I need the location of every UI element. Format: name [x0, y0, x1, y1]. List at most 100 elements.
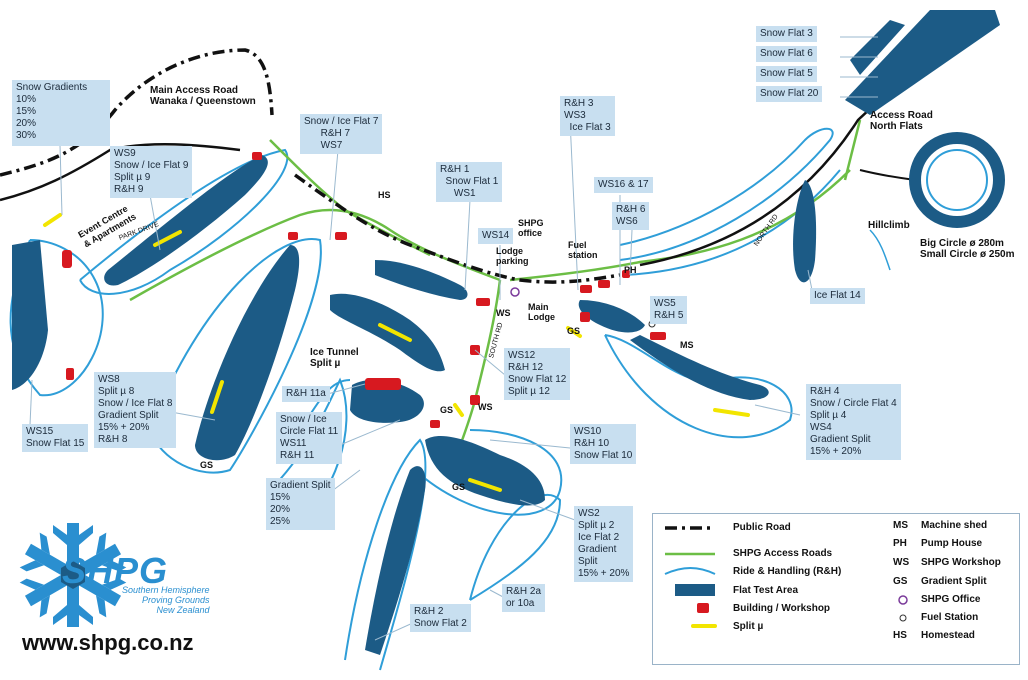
public-road-circle	[859, 169, 916, 181]
legend-swatches	[664, 526, 908, 628]
access-road-north-label: Access Road North Flats	[870, 110, 933, 132]
legend-ms-code: MS	[893, 520, 908, 531]
public-road-lodge	[293, 173, 621, 284]
legend-access-roads: SHPG Access Roads	[733, 548, 833, 559]
fuel-station-label: Fuel station	[568, 240, 598, 260]
big-circle-label: Big Circle ø 280m Small Circle ø 250m	[920, 238, 1015, 260]
rh-track-north2	[624, 169, 841, 276]
rh4-label: R&H 4 Snow / Circle Flat 4 Split µ 4 WS4…	[806, 384, 901, 460]
lodge-parking-label: Lodge parking	[496, 246, 529, 266]
small-circle	[926, 149, 988, 211]
ws2-label: WS2 Split µ 2 Ice Flat 2 Gradient Split …	[574, 506, 634, 582]
flat-north-1	[845, 10, 1000, 115]
access-road-east	[509, 169, 851, 282]
rh-track-north	[619, 127, 834, 261]
split-mu-10	[468, 478, 502, 492]
rh-track-10	[414, 429, 563, 516]
building-tunnel	[365, 378, 401, 390]
building-ws9	[252, 152, 262, 160]
legend-office-swatch	[898, 595, 908, 605]
public-road-main	[0, 48, 274, 177]
snow-flat6-label: Snow Flat 6	[756, 46, 817, 62]
flat-3	[578, 300, 645, 333]
hillclimb-label: Hillclimb	[868, 220, 910, 231]
ws12-label: WS12 R&H 12 Snow Flat 12 Split µ 12	[504, 348, 571, 400]
buildings	[62, 152, 666, 428]
legend-ws-text: SHPG Workshop	[921, 557, 1001, 568]
homestead-code: HS	[378, 190, 391, 200]
building-ws7	[288, 232, 298, 240]
rh2a-label: R&H 2a or 10a	[502, 584, 546, 612]
ws14-label: WS14	[478, 228, 514, 244]
ws10-label: WS10 R&H 10 Snow Flat 10	[570, 424, 637, 464]
legend-gs-text: Gradient Split	[921, 576, 987, 587]
rh-track-2a	[469, 494, 562, 601]
ws15-label: WS15 Snow Flat 15	[22, 424, 89, 452]
building-ws	[476, 298, 490, 306]
legend-ride-handling: Ride & Handling (R&H)	[733, 566, 842, 577]
rh-track-9	[79, 148, 289, 295]
shpg-logo-text: SHPG	[62, 550, 169, 591]
access-road-south	[453, 279, 502, 461]
big-circle	[909, 132, 1005, 228]
flat-12	[330, 293, 445, 372]
flat-test-areas	[12, 10, 1000, 655]
machine-shed-code: MS	[680, 340, 694, 350]
legend-hs-text: Homestead	[921, 630, 975, 641]
rh-track-4	[604, 334, 793, 439]
building-event	[62, 250, 72, 268]
ride-handling-tracks	[9, 127, 841, 671]
ws5-label: WS5 R&H 5	[650, 296, 688, 324]
snow-flat20-label: Snow Flat 20	[756, 86, 823, 102]
flat-9	[104, 155, 268, 286]
legend-fuel-text: Fuel Station	[921, 612, 979, 623]
legend-ws-code: WS	[893, 557, 910, 568]
flat7-label: Snow / Ice Flat 7 R&H 7 WS7	[300, 114, 383, 154]
legend-flat-swatch	[675, 584, 715, 596]
flat-15	[12, 240, 48, 390]
legend-office-text: SHPG Office	[921, 594, 981, 605]
building-ph	[622, 270, 630, 278]
map-legend: Public Road SHPG Access Roads Ride & Han…	[652, 513, 1020, 665]
split-mu-gs	[566, 326, 582, 338]
legend-flat-test: Flat Test Area	[733, 585, 799, 596]
rh3-label: R&H 3 WS3 Ice Flat 3	[560, 96, 615, 136]
split-mu-event	[43, 213, 62, 227]
gradient-split-code-center: GS	[567, 326, 581, 336]
flat-8	[195, 245, 300, 461]
pump-house-code: PH	[624, 265, 637, 275]
main-access-road-label: Main Access Road Wanaka / Queenstown	[150, 85, 256, 107]
building-ms	[650, 332, 666, 340]
legend-gs-code: GS	[893, 576, 908, 587]
website-link[interactable]: www.shpg.co.nz	[22, 630, 194, 655]
legend-split: Split µ	[733, 621, 764, 632]
snowflake-icon	[18, 523, 128, 627]
ice-tunnel-label: Ice Tunnel Split µ	[310, 347, 359, 369]
rh2-label: R&H 2 Snow Flat 2	[410, 604, 471, 632]
legend-public-road: Public Road	[733, 522, 791, 533]
building-fuel	[580, 285, 592, 293]
snow-flat5-label: Snow Flat 5	[756, 66, 817, 82]
legend-rh-swatch	[664, 567, 716, 575]
rh11a-label: R&H 11a	[282, 386, 330, 402]
rh1-label: R&H 1 Snow Flat 1 WS1	[436, 162, 503, 202]
split-mu-gs2	[453, 403, 464, 417]
split-mu-8	[210, 380, 224, 414]
ice-flat14-label: Ice Flat 14	[810, 288, 865, 304]
legend-ph-code: PH	[893, 538, 907, 549]
snow-flat3-label: Snow Flat 3	[756, 26, 817, 42]
building-ws11	[430, 420, 440, 428]
flat-10	[425, 435, 545, 506]
shpg-logo-subtitle: Southern Hemisphere Proving Grounds New …	[122, 585, 210, 615]
split-mu-12	[378, 323, 412, 342]
rh6-label: R&H 6 WS6	[612, 202, 650, 230]
rh-track-west	[9, 239, 104, 397]
ws16-label: WS16 & 17	[594, 177, 653, 193]
gradient-split-label: Gradient Split 15% 20% 25%	[266, 478, 335, 530]
ws9-label: WS9 Snow / Ice Flat 9 Split µ 9 R&H 9	[110, 146, 193, 198]
access-road-north	[843, 119, 862, 181]
building-ws15	[66, 368, 74, 380]
flat-11	[350, 379, 424, 423]
shpg-office-marker	[510, 287, 520, 297]
